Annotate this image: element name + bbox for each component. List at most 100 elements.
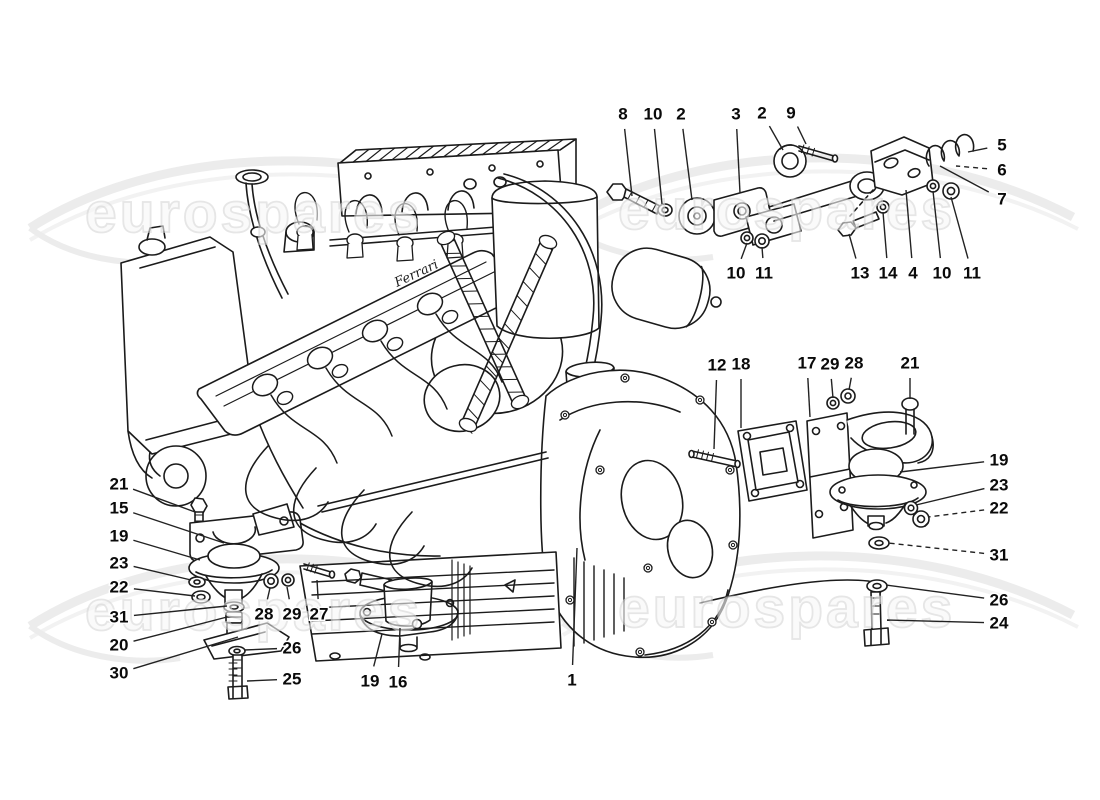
callout-label-31: 31: [110, 608, 129, 627]
dipstick: [235, 169, 289, 299]
leader-line-27: [316, 579, 319, 600]
callout-label-6: 6: [997, 161, 1006, 180]
leader-line-7: [939, 165, 990, 193]
cam-cover-ribs: [215, 191, 503, 464]
callout-label-31: 31: [990, 546, 1009, 565]
leader-line-2: [682, 128, 693, 201]
leader-line-10: [653, 128, 663, 205]
watermark-text: eurospares: [618, 576, 955, 640]
leader-line-28: [848, 377, 852, 391]
bell-housing-ribs: [560, 373, 738, 657]
leader-line-13: [848, 233, 857, 259]
leader-line-14: [882, 211, 888, 259]
watermark-text: eurospares: [618, 178, 955, 242]
callout-label-19: 19: [361, 672, 380, 691]
callout-label-11: 11: [963, 264, 981, 283]
watermark-text: eurospares: [85, 181, 422, 245]
callout-label-11: 11: [755, 264, 773, 283]
callout-label-22: 22: [990, 499, 1009, 518]
callout-label-23: 23: [110, 554, 129, 573]
callout-label-21: 21: [901, 354, 920, 373]
leader-line-21: [132, 488, 196, 513]
callout-label-30: 30: [110, 664, 129, 683]
engine-line-art: Ferrari: [120, 133, 975, 700]
callout-label-23: 23: [990, 476, 1009, 495]
callout-label-26: 26: [990, 591, 1009, 610]
alternator-pulley: [145, 445, 207, 507]
leader-line-5: [967, 147, 988, 153]
leader-line-16: [397, 627, 401, 668]
callout-leader-layer: [132, 125, 990, 682]
callout-label-14: 14: [879, 264, 898, 283]
leader-line-10: [740, 242, 748, 260]
callout-label-4: 4: [908, 264, 918, 283]
callout-label-22: 22: [110, 578, 129, 597]
leader-line-22: [927, 509, 985, 518]
callout-label-19: 19: [110, 527, 129, 546]
callout-label-2: 2: [757, 104, 766, 123]
callout-label-8: 8: [618, 105, 627, 124]
leader-line-31: [133, 605, 228, 617]
leader-line-15: [133, 512, 225, 544]
right-engine-mount: [688, 388, 934, 647]
oil-reservoir: [491, 180, 600, 339]
leader-line-3: [736, 128, 741, 194]
generated-line-detail: [194, 138, 880, 682]
heater-hoses: [436, 230, 558, 434]
callout-label-24: 24: [990, 614, 1009, 633]
upper-mount-arm-assembly: [606, 133, 975, 249]
leader-line-25: [246, 678, 278, 682]
leader-line-9: [796, 126, 807, 145]
callout-label-7: 7: [997, 190, 1006, 209]
callout-label-16: 16: [389, 673, 408, 692]
watermark-swoosh-echo: [561, 169, 1079, 239]
leader-line-10: [932, 190, 942, 259]
leader-line-29: [286, 586, 290, 600]
leader-line-22: [133, 588, 196, 597]
callout-label-12: 12: [708, 356, 727, 375]
leader-line-19: [133, 539, 201, 561]
leader-line-8: [623, 128, 633, 197]
bell-housing: [539, 369, 741, 658]
leader-line-19: [899, 461, 985, 473]
callout-label-9: 9: [786, 104, 795, 123]
callout-label-1: 1: [567, 671, 576, 690]
callout-label-13: 13: [851, 264, 870, 283]
callout-label-28: 28: [845, 354, 864, 373]
leader-line-29: [830, 378, 834, 399]
leader-line-17: [807, 377, 811, 418]
leader-line-26: [885, 584, 985, 599]
callout-label-2: 2: [676, 105, 685, 124]
callout-label-10: 10: [644, 105, 663, 124]
callout-label-29: 29: [283, 605, 302, 624]
callout-label-28: 28: [255, 605, 274, 624]
leader-line-19: [373, 633, 383, 667]
leader-line-30: [133, 636, 239, 670]
callout-label-18: 18: [732, 355, 751, 374]
leader-line-1: [571, 547, 578, 666]
callout-label-21: 21: [110, 475, 129, 494]
leader-line-4: [905, 189, 913, 259]
callout-label-10: 10: [727, 264, 746, 283]
callout-label-10: 10: [933, 264, 952, 283]
leader-line-6: [955, 165, 988, 170]
callout-label-29: 29: [821, 355, 840, 374]
leader-line-31: [887, 542, 985, 555]
oil-filter: [611, 247, 711, 330]
leader-line-12: [713, 379, 718, 450]
callout-label-27: 27: [310, 605, 329, 624]
leader-line-28: [266, 587, 271, 600]
leader-line-23: [915, 487, 985, 506]
callout-label-25: 25: [283, 670, 302, 689]
leader-line-26: [243, 647, 278, 651]
leader-line-11: [950, 196, 969, 259]
callout-label-5: 5: [997, 136, 1006, 155]
left-engine-mount: [188, 497, 336, 700]
callout-label-15: 15: [110, 499, 129, 518]
leader-line-20: [133, 616, 228, 642]
callout-label-17: 17: [798, 354, 817, 373]
callout-label-19: 19: [990, 451, 1009, 470]
